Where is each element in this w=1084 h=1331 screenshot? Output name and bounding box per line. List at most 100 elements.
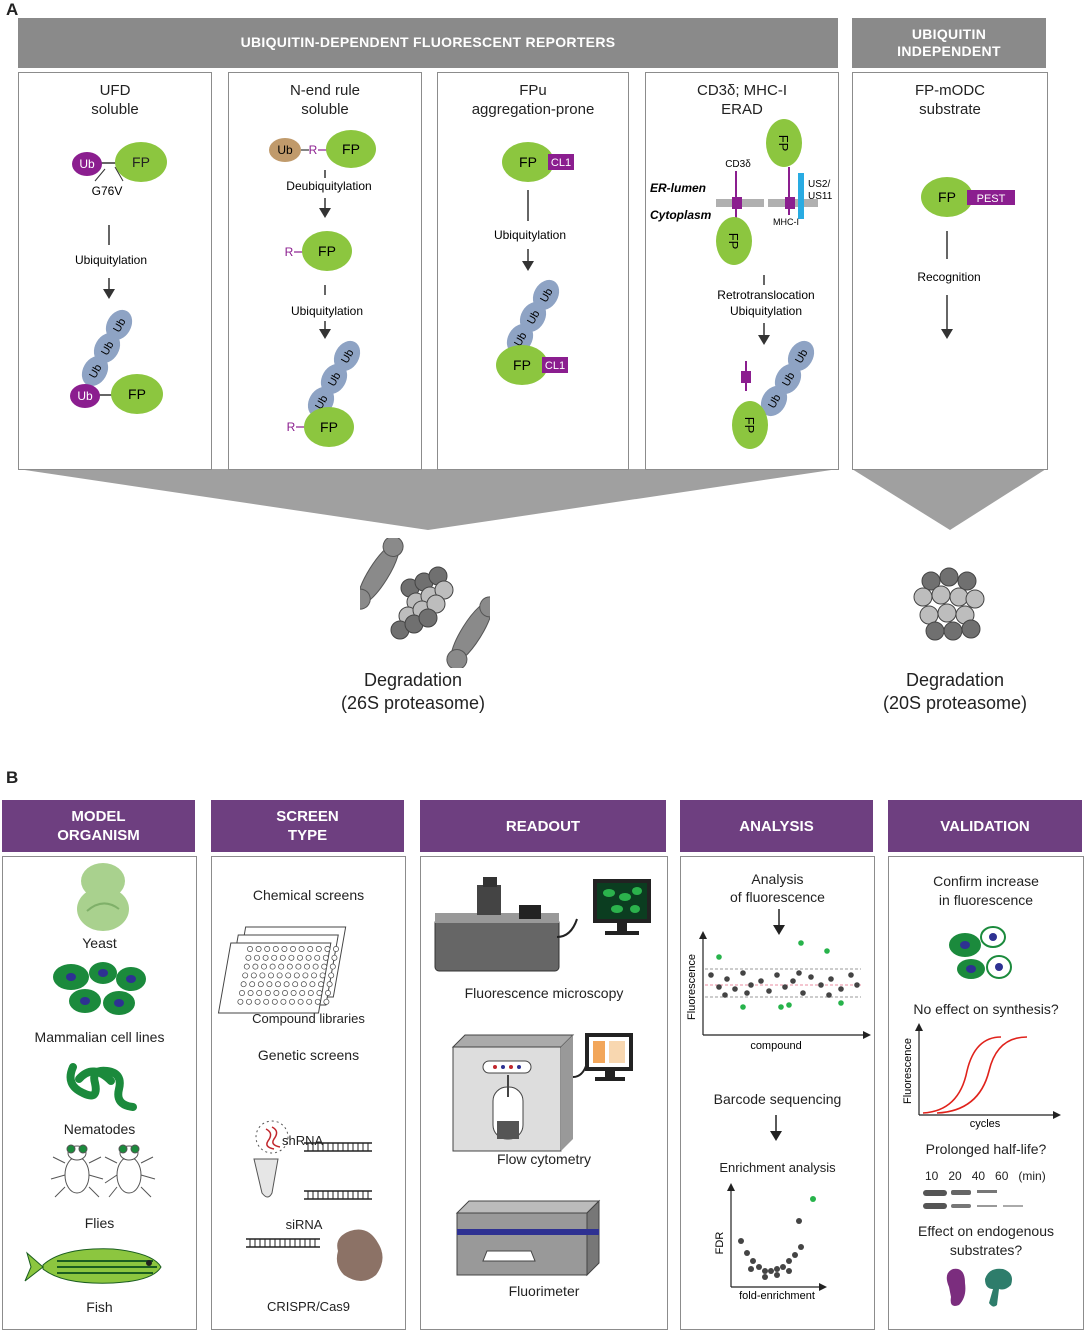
svg-text:R: R bbox=[309, 143, 318, 157]
plate-well bbox=[281, 946, 288, 952]
plate-well bbox=[299, 990, 306, 996]
ub-shape bbox=[72, 152, 102, 176]
chemical-screens-label: Chemical screens bbox=[252, 887, 365, 903]
svg-text:ER-lumen: ER-lumen bbox=[650, 181, 706, 195]
plate-well bbox=[295, 963, 302, 970]
plate-well bbox=[259, 972, 266, 979]
plate-well bbox=[328, 972, 335, 979]
erad-title1: CD3δ; MHC-I bbox=[696, 82, 787, 99]
screen-type-panel: Chemical screens Compound libraries Gene… bbox=[211, 856, 406, 1330]
modc-title1: FP-mODC bbox=[915, 82, 985, 99]
plate-well bbox=[239, 990, 245, 996]
well-grid bbox=[237, 946, 339, 1005]
svg-text:FP: FP bbox=[320, 419, 338, 435]
validation-graphics: Fluorescence cycles bbox=[902, 926, 1061, 1307]
svg-text:US2/: US2/ bbox=[808, 179, 830, 190]
plate-well bbox=[306, 998, 313, 1005]
volcano-point bbox=[774, 1272, 780, 1278]
shrna-label: shRNA bbox=[282, 1133, 324, 1148]
funnel-graphics bbox=[18, 469, 1046, 530]
svg-text:US11: US11 bbox=[808, 191, 833, 202]
hit-point bbox=[778, 1004, 784, 1010]
svg-text:PEST: PEST bbox=[977, 193, 1006, 205]
crispr-icon bbox=[246, 1229, 383, 1281]
fluorimeter-label: Fluorimeter bbox=[508, 1283, 580, 1299]
nend-title2: soluble bbox=[301, 101, 349, 118]
plate-well bbox=[264, 946, 271, 952]
proteasome-26s-graphic bbox=[360, 538, 490, 668]
substrate-shapes bbox=[946, 1268, 1012, 1307]
plate-well bbox=[329, 963, 336, 970]
microscopy-label: Fluorescence microscopy bbox=[464, 985, 624, 1001]
scatter-point bbox=[748, 982, 754, 988]
time-points-label: 10 20 40 60 (min) bbox=[925, 1169, 1046, 1183]
hit-point bbox=[838, 1000, 844, 1006]
scatter-point bbox=[818, 982, 824, 988]
volcano-point bbox=[796, 1218, 802, 1224]
plate-well bbox=[304, 963, 310, 970]
organism-icons bbox=[24, 863, 162, 1284]
panel-b-letter: B bbox=[6, 768, 19, 787]
scatter-point bbox=[848, 972, 854, 978]
erad-diagram: CD3δ FP US2/ US11 ER-lumen Cytoplasm MHC… bbox=[650, 119, 833, 449]
scatter-point bbox=[800, 990, 806, 996]
plate-well bbox=[264, 990, 271, 996]
plate-well bbox=[289, 998, 295, 1005]
plate-well bbox=[252, 963, 259, 970]
flow-cytometer-icon bbox=[451, 1033, 633, 1152]
volcano-point bbox=[738, 1238, 744, 1244]
fpu-panel: FPu aggregation-prone FP CL1 Ubiquitylat… bbox=[437, 72, 629, 470]
fpu-title2: aggregation-prone bbox=[471, 101, 595, 118]
scatter-point bbox=[838, 986, 844, 992]
enrichment-volcano bbox=[738, 1196, 816, 1280]
svg-text:FP: FP bbox=[128, 386, 146, 402]
hit-point bbox=[824, 948, 830, 954]
funnel-26s bbox=[18, 469, 838, 530]
scatter-point bbox=[716, 984, 722, 990]
yeast-icon bbox=[77, 863, 129, 931]
svg-text:CL1: CL1 bbox=[545, 360, 565, 372]
volcano-point bbox=[762, 1268, 768, 1274]
plate-well bbox=[249, 981, 256, 988]
nend-diagram: Ub R FP Deubiquitylation R FP Ubiquityla… bbox=[269, 130, 376, 447]
scatter-point bbox=[732, 986, 738, 992]
readout-panel: Fluorescence microscopy Flow cytometry F… bbox=[420, 856, 668, 1330]
svg-text:cycles: cycles bbox=[970, 1118, 1001, 1130]
scatter-point bbox=[826, 992, 832, 998]
degradation-20s-line2: (20S proteasome) bbox=[882, 693, 1028, 713]
plate-well bbox=[318, 981, 324, 988]
synthesis-curve-2 bbox=[936, 1036, 1028, 1114]
proteasome-20s-graphic bbox=[913, 567, 985, 641]
plate-well bbox=[273, 990, 280, 996]
crispr-label: CRISPR/Cas9 bbox=[266, 1299, 351, 1314]
plate-well bbox=[254, 998, 261, 1005]
analysis-panel: Analysis of fluorescence Fluorescence co… bbox=[680, 856, 875, 1330]
panel-a-letter: A bbox=[6, 0, 19, 19]
yeast-label: Yeast bbox=[82, 935, 117, 951]
scatter-point bbox=[708, 972, 714, 978]
western-blot-bands bbox=[923, 1190, 1023, 1209]
svg-text:FP: FP bbox=[726, 233, 741, 250]
svg-text:G76V: G76V bbox=[92, 184, 123, 198]
svg-text:R: R bbox=[285, 245, 294, 259]
scatter-point bbox=[744, 990, 750, 996]
plate-well bbox=[298, 946, 305, 952]
scatter-point bbox=[828, 976, 834, 982]
svg-text:FP: FP bbox=[519, 154, 537, 170]
plate-well bbox=[254, 954, 260, 961]
flies-icon bbox=[50, 1144, 156, 1198]
no-effect-synthesis-label: No effect on synthesis? bbox=[913, 1001, 1059, 1017]
plate-well bbox=[290, 946, 296, 952]
erad-panel: CD3δ; MHC-I ERAD CD3δ FP US2/ US11 ER-lu… bbox=[645, 72, 839, 470]
plate-well bbox=[283, 981, 290, 988]
svg-text:FP: FP bbox=[342, 141, 360, 157]
scatter-point bbox=[722, 992, 728, 998]
plate-well bbox=[300, 981, 307, 988]
plate-well bbox=[261, 963, 267, 970]
plate-well bbox=[309, 981, 316, 988]
scatter-point bbox=[724, 976, 730, 982]
fpu-diagram: FP CL1 Ubiquitylation Ub Ub Ub FP CL1 bbox=[494, 142, 574, 385]
svg-text:Retrotranslocation: Retrotranslocation bbox=[717, 288, 814, 302]
analysis-line2: of fluorescence bbox=[730, 889, 825, 905]
plate-well bbox=[275, 981, 281, 988]
